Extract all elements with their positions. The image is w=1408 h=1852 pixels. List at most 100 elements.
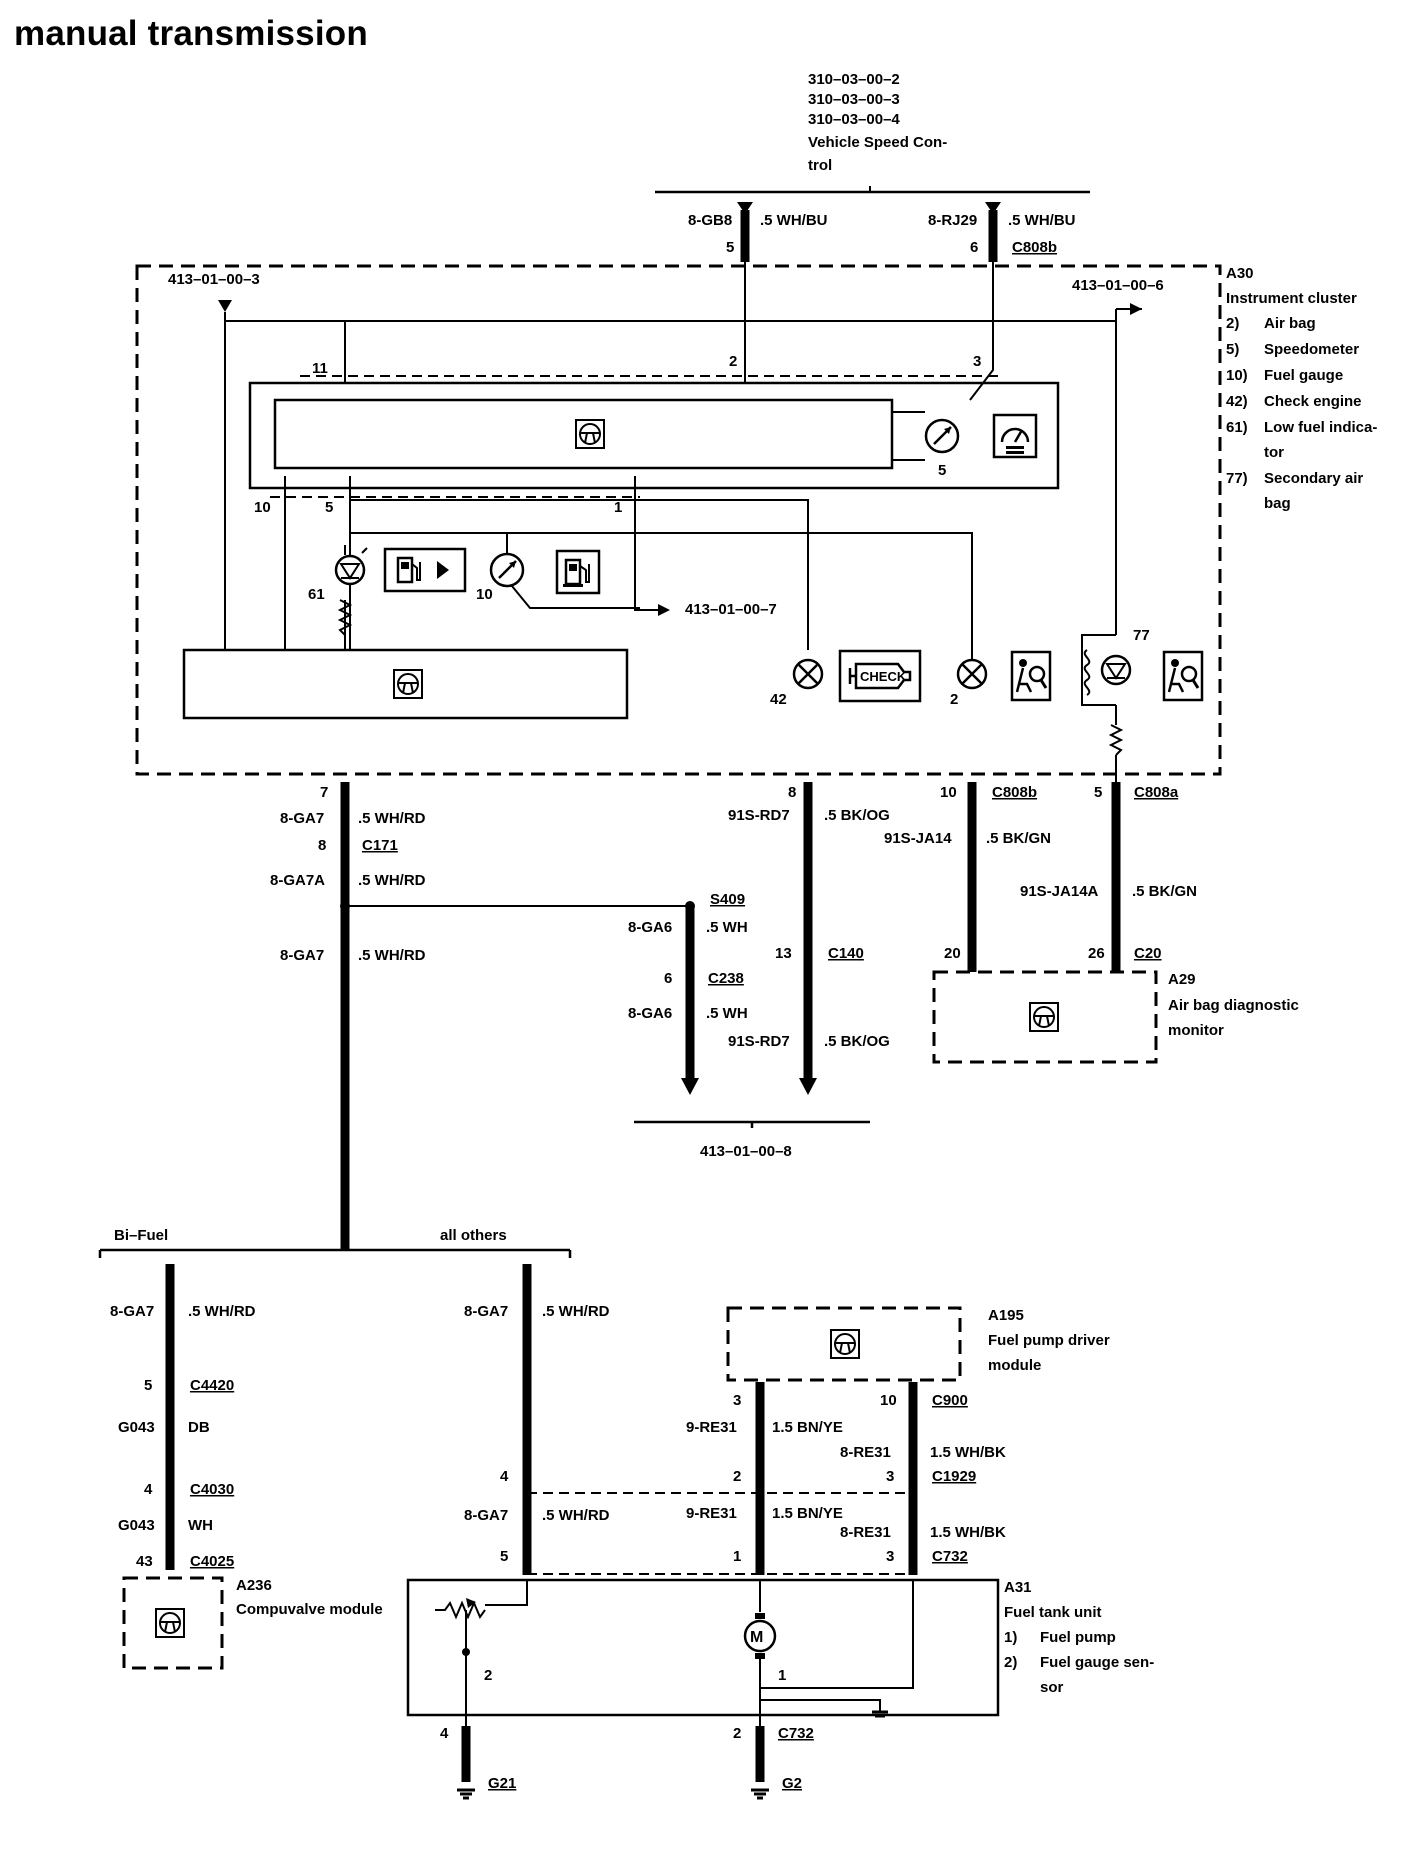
- pin-43: 43: [136, 1553, 153, 1570]
- wire-9-re31: 9-RE31: [686, 1419, 737, 1436]
- wire-8-ga6-b: 8-GA6: [628, 1005, 672, 1022]
- vsc-wires: 8-GB8 .5 WH/BU 8-RJ29 .5 WH/BU 5 6 C808b: [688, 202, 1076, 262]
- wire-91s-rd7-b-color: .5 BK/OG: [824, 1033, 890, 1050]
- legend-low-fuel-cont: tor: [1264, 444, 1284, 461]
- pin-5: 5: [726, 239, 734, 256]
- legend-speedometer: Speedometer: [1264, 341, 1359, 358]
- pin-4: 4: [144, 1481, 153, 1498]
- item-61-label: 61: [308, 586, 325, 603]
- wire-8-gb8: 8-GB8: [688, 212, 732, 229]
- legend-num: 10): [1226, 367, 1248, 384]
- legend-fuel-gauge-sensor: Fuel gauge sen-: [1040, 1654, 1154, 1671]
- a30-id: A30: [1226, 265, 1254, 282]
- airbag-lamp: [956, 658, 988, 690]
- check-engine-icon: CHECK: [838, 649, 922, 703]
- connector-c808b-top: C808b: [1012, 239, 1057, 256]
- pin-10c: 10: [880, 1392, 897, 1409]
- ao-wire-8-ga7-b-color: .5 WH/RD: [542, 1507, 610, 1524]
- low-fuel-indicator: [334, 547, 368, 586]
- legend-num: 5): [1226, 341, 1239, 358]
- item-10-label: 10: [476, 586, 493, 603]
- connector-c171: C171: [362, 837, 398, 854]
- pin-13: 13: [775, 945, 792, 962]
- ground-g21: G21: [488, 1775, 516, 1792]
- legend-low-fuel: Low fuel indica-: [1264, 419, 1377, 436]
- connector-c732-b: C732: [778, 1725, 814, 1742]
- wire-91s-ja14a: 91S-JA14A: [1020, 883, 1099, 900]
- wire-8-rj29-color: .5 WH/BU: [1008, 212, 1076, 229]
- check-label: CHECK: [860, 669, 907, 684]
- wire-9-re31-color: 1.5 BN/YE: [772, 1419, 843, 1436]
- ao-wire-8-ga7-b: 8-GA7: [464, 1507, 508, 1524]
- pin-3d: 3: [886, 1548, 894, 1565]
- cluster-output-wires: [340, 782, 1121, 1250]
- wire-8-ga7-color: .5 WH/RD: [358, 810, 426, 827]
- connector-c4025: C4025: [190, 1553, 234, 1570]
- splice-s409: S409: [710, 891, 745, 908]
- lower-module-icon: [393, 669, 423, 699]
- bf-wire-8-ga7-color: .5 WH/RD: [188, 1303, 256, 1320]
- wire-91s-rd7-b: 91S-RD7: [728, 1033, 790, 1050]
- wire-91s-ja14-color: .5 BK/GN: [986, 830, 1051, 847]
- wire-8-ga7: 8-GA7: [280, 810, 324, 827]
- pin-26: 26: [1088, 945, 1105, 962]
- pin-1: 1: [614, 499, 622, 516]
- connector-c900: C900: [932, 1392, 968, 1409]
- wire-g043-color: DB: [188, 1419, 210, 1436]
- branch-bi-fuel: Bi–Fuel: [114, 1227, 168, 1244]
- a195-fuel-pump-driver-box: [726, 1306, 962, 1382]
- ao-wire-8-ga7-color: .5 WH/RD: [542, 1303, 610, 1320]
- pin-1b: 1: [733, 1548, 741, 1565]
- item-5-label: 5: [938, 462, 946, 479]
- a30-instrument-cluster-box: [135, 264, 1222, 776]
- pin-10b: 10: [940, 784, 957, 801]
- pin-2: 2: [729, 353, 737, 370]
- ref-310-03-00-3: 310–03–00–3: [808, 91, 900, 108]
- pin-8b: 8: [788, 784, 796, 801]
- wire-91s-rd7: 91S-RD7: [728, 807, 790, 824]
- fuel-pump-wires: [527, 1382, 918, 1575]
- wire-8-ga7a: 8-GA7A: [270, 872, 325, 889]
- a195-name-2: module: [988, 1357, 1041, 1374]
- gauge-assembly-box: [248, 381, 1060, 490]
- ref-310-03-00-2: 310–03–00–2: [808, 71, 900, 88]
- wire-9-re31-b: 9-RE31: [686, 1505, 737, 1522]
- item-42-label: 42: [770, 691, 787, 708]
- a29-id: A29: [1168, 971, 1196, 988]
- pin-4c: 4: [440, 1725, 449, 1742]
- connector-c238: C238: [708, 970, 744, 987]
- legend-num: 1): [1004, 1629, 1017, 1646]
- pin-10: 10: [254, 499, 271, 516]
- sensor-item-2: 2: [484, 1667, 492, 1684]
- wire-8-re31-b: 8-RE31: [840, 1524, 891, 1541]
- legend-num: 42): [1226, 393, 1248, 410]
- legend-fuel-gauge: Fuel gauge: [1264, 367, 1343, 384]
- legend-check-engine: Check engine: [1264, 393, 1362, 410]
- item-77-label: 77: [1133, 627, 1150, 644]
- pin-3: 3: [973, 353, 981, 370]
- fuel-gauge-symbol-icon: [555, 549, 601, 595]
- a29-name-1: Air bag diagnostic: [1168, 997, 1299, 1014]
- a236-compuvalve-box: [122, 1576, 224, 1670]
- item-2-label: 2: [950, 691, 958, 708]
- wire-8-re31-b-color: 1.5 WH/BK: [930, 1524, 1006, 1541]
- legend-airbag: Air bag: [1264, 315, 1316, 332]
- pin-2b: 2: [733, 1468, 741, 1485]
- ref-413-01-00-8-bracket: [634, 1120, 870, 1128]
- legend-num: 61): [1226, 419, 1248, 436]
- branch-all-others: all others: [440, 1227, 507, 1244]
- wire-8-gb8-color: .5 WH/BU: [760, 212, 828, 229]
- secondary-airbag-indicator: [1081, 634, 1132, 795]
- wire-g043-b-color: WH: [188, 1517, 213, 1534]
- wire-9-re31-b-color: 1.5 BN/YE: [772, 1505, 843, 1522]
- pin-2c: 2: [733, 1725, 741, 1742]
- a29-airbag-monitor-box: [932, 970, 1158, 1064]
- pin-11: 11: [312, 360, 328, 377]
- a195-name-1: Fuel pump driver: [988, 1332, 1110, 1349]
- cluster-lower-module: [182, 648, 629, 720]
- wire-8-ga6-b-color: .5 WH: [706, 1005, 748, 1022]
- connector-c20: C20: [1134, 945, 1162, 962]
- pin-5e: 5: [500, 1548, 508, 1565]
- pin-5b: 5: [325, 499, 333, 516]
